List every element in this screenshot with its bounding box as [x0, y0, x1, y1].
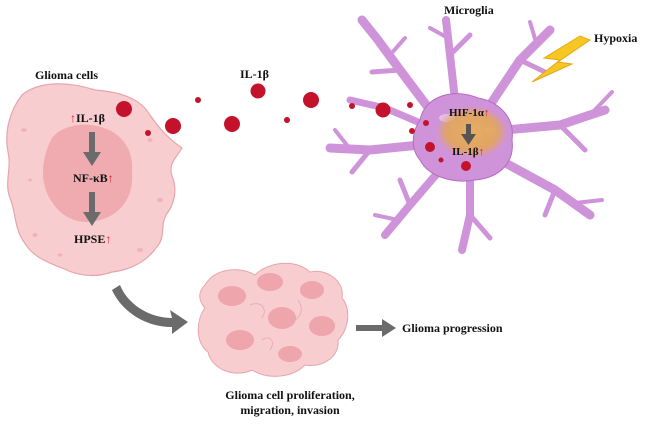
glioma-cells-label: Glioma cells	[35, 68, 98, 82]
glioma-nucleus	[43, 124, 133, 222]
microglia-nucleus	[436, 106, 508, 158]
hypoxia-lightning-icon	[531, 35, 592, 83]
upregulation-arrow-icon: ↑	[483, 107, 490, 119]
upregulation-arrow-icon: ↑	[107, 171, 114, 185]
nfkb-node: NF-κB↑	[73, 172, 114, 184]
microglia-pathway-arrow	[461, 124, 476, 145]
microglia-il1b-text: IL-1β	[452, 146, 479, 158]
hif1a-node: HIF-1α↑	[449, 108, 489, 119]
glioma-cell	[6, 83, 183, 277]
microglia-label: Microglia	[444, 3, 494, 17]
glioma-progression-label: Glioma progression	[402, 321, 503, 335]
hypoxia-label: Hypoxia	[594, 31, 638, 45]
hif1a-text: HIF-1α	[449, 107, 484, 119]
nfkb-text: NF-κB	[73, 171, 108, 185]
il1b-secreted-label: IL-1β	[240, 67, 269, 81]
microglia-il1b-node: IL-1β↑	[452, 147, 484, 158]
upregulation-arrow-icon: ↑	[105, 232, 112, 246]
hpse-node: HPSE↑	[74, 233, 111, 245]
proliferation-label-line2: migration, invasion	[240, 403, 340, 417]
il1b-cytokine-dots	[116, 83, 471, 171]
glioma-cluster-nuclei	[218, 273, 335, 362]
upregulation-arrow-icon: ↑	[70, 111, 76, 125]
upregulation-arrow-icon: ↑	[478, 146, 485, 158]
glioma-il1b-node: ↑IL-1β	[70, 112, 105, 124]
glioma-il1b-text: IL-1β	[76, 111, 105, 125]
curved-arrow-to-proliferation	[112, 285, 188, 334]
microglia-cell	[325, 15, 614, 254]
glioma-pathway-arrows	[83, 132, 101, 226]
hpse-text: HPSE	[74, 232, 106, 246]
proliferation-label-line1: Glioma cell proliferation,	[225, 388, 355, 402]
arrow-to-progression	[356, 319, 396, 337]
